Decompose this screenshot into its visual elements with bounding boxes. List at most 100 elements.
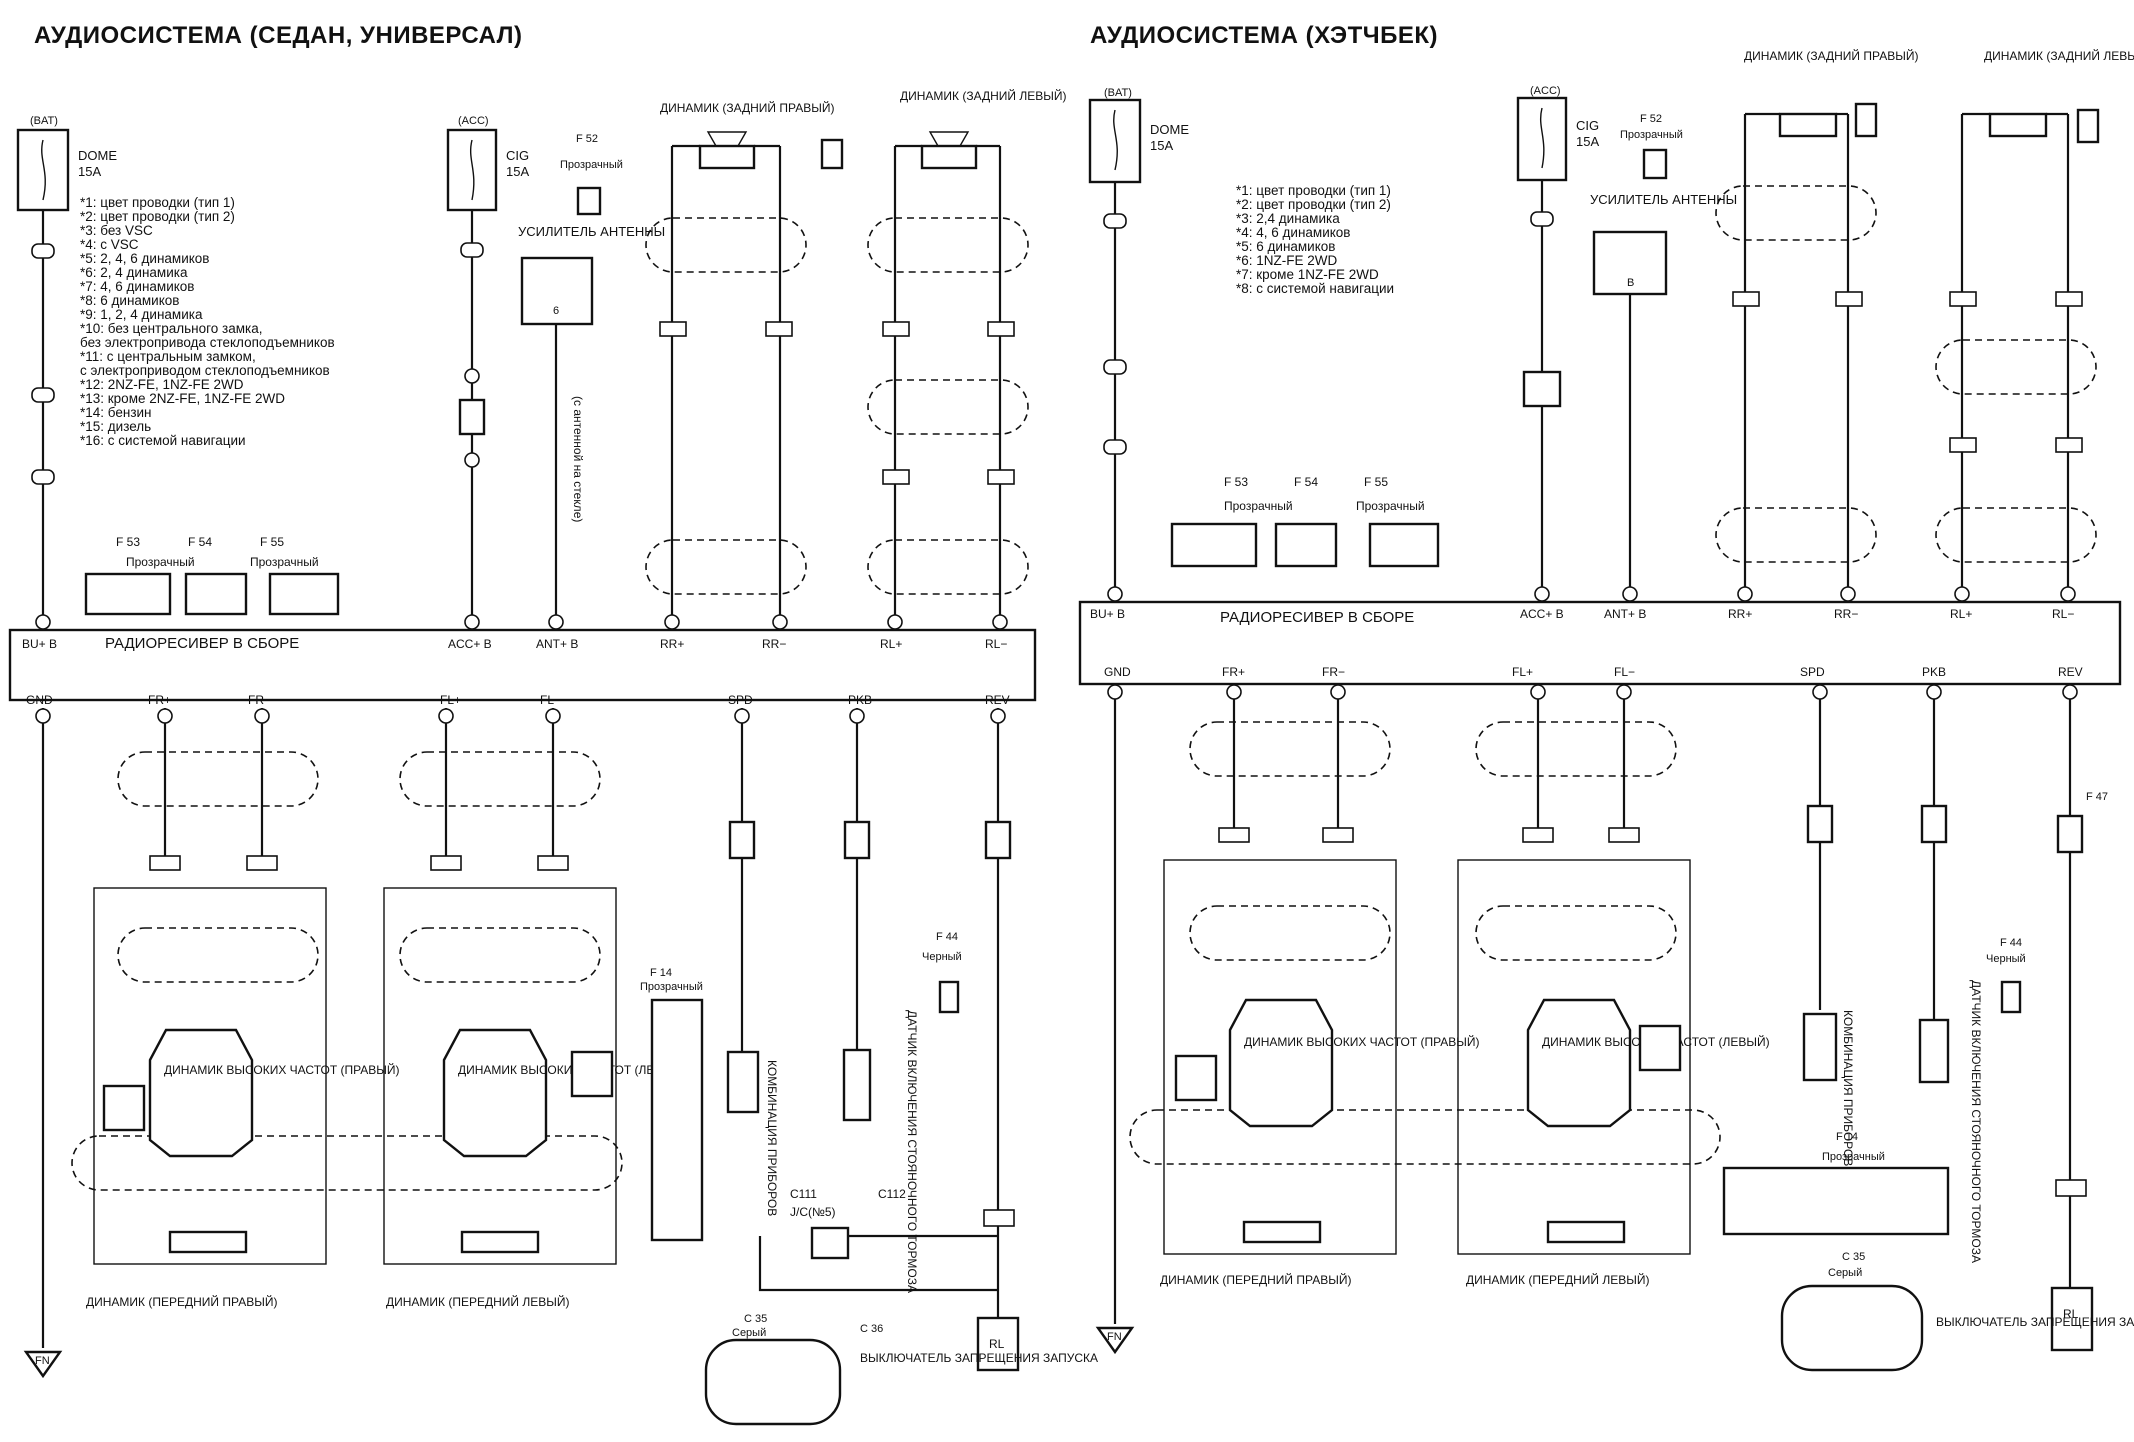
- pin-label: RL+: [880, 637, 902, 651]
- pin-label: RL+: [1950, 607, 1972, 621]
- left-notes: *1: цвет проводки (тип 1) *2: цвет прово…: [80, 196, 335, 448]
- speaker-icon: [1988, 112, 2048, 138]
- fuse-rating: 15A: [506, 164, 529, 179]
- combo-label: КОМБИНАЦИЯ ПРИБОРОВ: [1841, 1010, 1855, 1166]
- connector-code: F 52: [1640, 113, 1662, 125]
- front-right-speaker-label: ДИНАМИК (ПЕРЕДНИЙ ПРАВЫЙ): [1160, 1272, 1351, 1287]
- connector-code: C 36: [860, 1323, 883, 1335]
- connector-color: Прозрачный: [1224, 499, 1293, 513]
- fuse-icon: [1113, 109, 1118, 171]
- speaker-icon: [460, 1230, 540, 1254]
- f14-connector: [650, 998, 704, 1242]
- note: *6: 2, 4 динамика: [80, 265, 188, 280]
- connector-code: C 35: [1842, 1251, 1865, 1263]
- fuse-tag: (ACC): [458, 115, 489, 127]
- connector-color: Черный: [922, 951, 962, 963]
- pin-number: B: [1627, 277, 1634, 289]
- right-notes: *1: цвет проводки (тип 1) *2: цвет прово…: [1236, 184, 1394, 296]
- ground-icon: [1095, 1326, 1135, 1355]
- tweeter-right: [1228, 998, 1334, 1128]
- pin-label: PKB: [1922, 665, 1946, 679]
- connector-color: Прозрачный: [640, 981, 703, 993]
- inhibitor-label: ВЫКЛЮЧАТЕЛЬ ЗАПРЕЩЕНИЯ ЗАПУСКА: [1936, 1315, 2134, 1329]
- tweeter-label: ДИНАМИК ВЫСОКИХ ЧАСТОТ (ПРАВЫЙ): [1244, 1034, 1480, 1049]
- speaker-icon: [1778, 112, 1838, 138]
- connector-color: Прозрачный: [1356, 499, 1425, 513]
- pin-label: RL−: [2052, 607, 2074, 621]
- pin-label: SPD: [1800, 665, 1825, 679]
- parking-brake-label: ДАТЧИК ВКЛЮЧЕНИЯ СТОЯНОЧНОГО ТОРМОЗА: [905, 1010, 919, 1293]
- connector-code: F 53: [116, 535, 140, 549]
- pin-label: FL+: [1512, 665, 1533, 679]
- note: *2: цвет проводки (тип 2): [80, 209, 235, 224]
- pin-label: GND: [1104, 665, 1131, 679]
- pin-label: FR−: [1322, 665, 1345, 679]
- fuse-tag: (ACC): [1530, 85, 1561, 97]
- pin-label: RR−: [1834, 607, 1858, 621]
- note: *5: 2, 4, 6 динамиков: [80, 251, 210, 266]
- fuse-rating: 15A: [78, 164, 101, 179]
- note: с электроприводом стеклоподъемников: [80, 363, 330, 378]
- pin-label: ANT+ B: [1604, 607, 1646, 621]
- connector-code: F 54: [1294, 475, 1318, 489]
- antenna-amp-box: [1592, 230, 1668, 296]
- connector-color: Серый: [732, 1327, 766, 1339]
- pin-label: FR+: [1222, 665, 1245, 679]
- speaker-icon: [168, 1230, 248, 1254]
- connector-code: F 55: [260, 535, 284, 549]
- pin-label: BU+ B: [22, 637, 57, 651]
- speaker-icon: [698, 144, 756, 170]
- junction-label: J/C(№5): [790, 1205, 836, 1219]
- speaker-icon: [1546, 1220, 1626, 1244]
- note: *8: с системой навигации: [1236, 281, 1395, 296]
- rl-label: RL: [2063, 1307, 2079, 1321]
- connector-code: F 52: [576, 133, 598, 145]
- connector-code: C 35: [744, 1313, 767, 1325]
- pin-label: FR−: [248, 693, 271, 707]
- note: *11: с центральным замком,: [80, 349, 256, 364]
- pin-label: RR−: [762, 637, 786, 651]
- note: *6: 1NZ-FE 2WD: [1236, 253, 1338, 268]
- note: без электропривода стеклоподъемников: [80, 335, 335, 350]
- pin-label: BU+ B: [1090, 607, 1125, 621]
- connector-color: Прозрачный: [126, 555, 195, 569]
- connector-code: C112: [878, 1187, 906, 1201]
- note: *2: цвет проводки (тип 2): [1236, 197, 1391, 212]
- connector-color: Черный: [1986, 953, 2026, 965]
- fuse-name: DOME: [1150, 122, 1189, 137]
- note: *3: 2,4 динамика: [1236, 211, 1340, 226]
- pin-label: RR+: [660, 637, 684, 651]
- connector-code: F 14: [1836, 1131, 1858, 1143]
- antenna-amp-box: [520, 256, 594, 326]
- antenna-amp-label: УСИЛИТЕЛЬ АНТЕННЫ: [518, 224, 665, 239]
- note: *8: 6 динамиков: [80, 293, 180, 308]
- pin-label: REV: [2058, 665, 2083, 679]
- note: *13: кроме 2NZ-FE, 1NZ-FE 2WD: [80, 391, 285, 406]
- tweeter-left: [442, 1028, 548, 1158]
- tweeter-label: ДИНАМИК ВЫСОКИХ ЧАСТОТ (ПРАВЫЙ): [164, 1062, 400, 1077]
- note: *10: без центрального замка,: [80, 321, 263, 336]
- note: *7: кроме 1NZ-FE 2WD: [1236, 267, 1379, 282]
- pin-number: 6: [553, 305, 559, 317]
- connector-color: Прозрачный: [1620, 129, 1683, 141]
- note: *4: с VSC: [80, 237, 139, 252]
- tweeter-left: [1526, 998, 1632, 1128]
- f14-connector: [1722, 1166, 1950, 1236]
- fuse-tag: (BAT): [30, 115, 58, 127]
- antenna-note: (с антенной на стекле): [571, 396, 585, 522]
- left-receiver-box: [8, 628, 1037, 702]
- rear-right-speaker-label: ДИНАМИК (ЗАДНИЙ ПРАВЫЙ): [660, 100, 834, 115]
- pin-label: SPD: [728, 693, 753, 707]
- note: *3: без VSC: [80, 223, 153, 238]
- pin-label: RL−: [985, 637, 1007, 651]
- note: *7: 4, 6 динамиков: [80, 279, 195, 294]
- connector-color: Прозрачный: [1822, 1151, 1885, 1163]
- antenna-amp-label: УСИЛИТЕЛЬ АНТЕННЫ: [1590, 192, 1737, 207]
- note: *9: 1, 2, 4 динамика: [80, 307, 203, 322]
- speaker-icon: [1242, 1220, 1322, 1244]
- left-receiver-label: РАДИОРЕСИВЕР В СБОРЕ: [105, 635, 299, 652]
- note: *14: бензин: [80, 405, 152, 420]
- combo-label: КОМБИНАЦИЯ ПРИБОРОВ: [765, 1060, 779, 1216]
- connector-code: F 53: [1224, 475, 1248, 489]
